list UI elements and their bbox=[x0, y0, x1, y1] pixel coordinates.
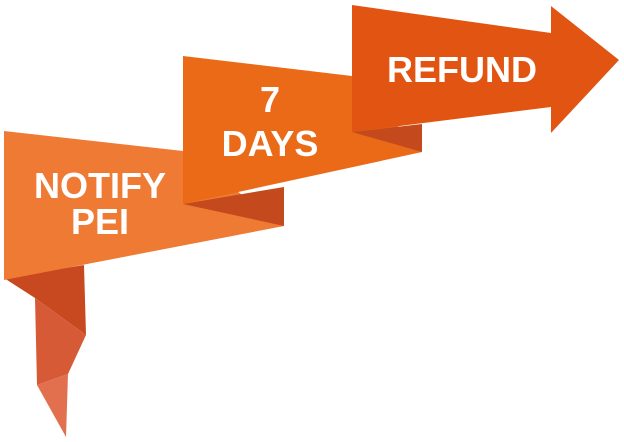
step2-label-line1: 7 bbox=[260, 79, 280, 120]
ribbon-tail bbox=[4, 265, 86, 437]
step3-arrow bbox=[352, 5, 619, 133]
tail-fold-top bbox=[4, 265, 86, 335]
step-notify-pei: NOTIFY PEI bbox=[4, 131, 284, 280]
step2-fold-shadow bbox=[352, 124, 422, 152]
step1-fold-shadow bbox=[183, 187, 284, 226]
step1-label-line1: NOTIFY bbox=[34, 165, 166, 206]
step2-label-line2: DAYS bbox=[222, 123, 319, 164]
step1-panel bbox=[4, 131, 284, 280]
step-refund: REFUND bbox=[352, 5, 619, 133]
step3-label: REFUND bbox=[387, 49, 537, 90]
step1-label-line2: PEI bbox=[71, 201, 129, 242]
tail-fold-bottom bbox=[37, 374, 68, 437]
tail-fold-middle bbox=[35, 298, 86, 385]
